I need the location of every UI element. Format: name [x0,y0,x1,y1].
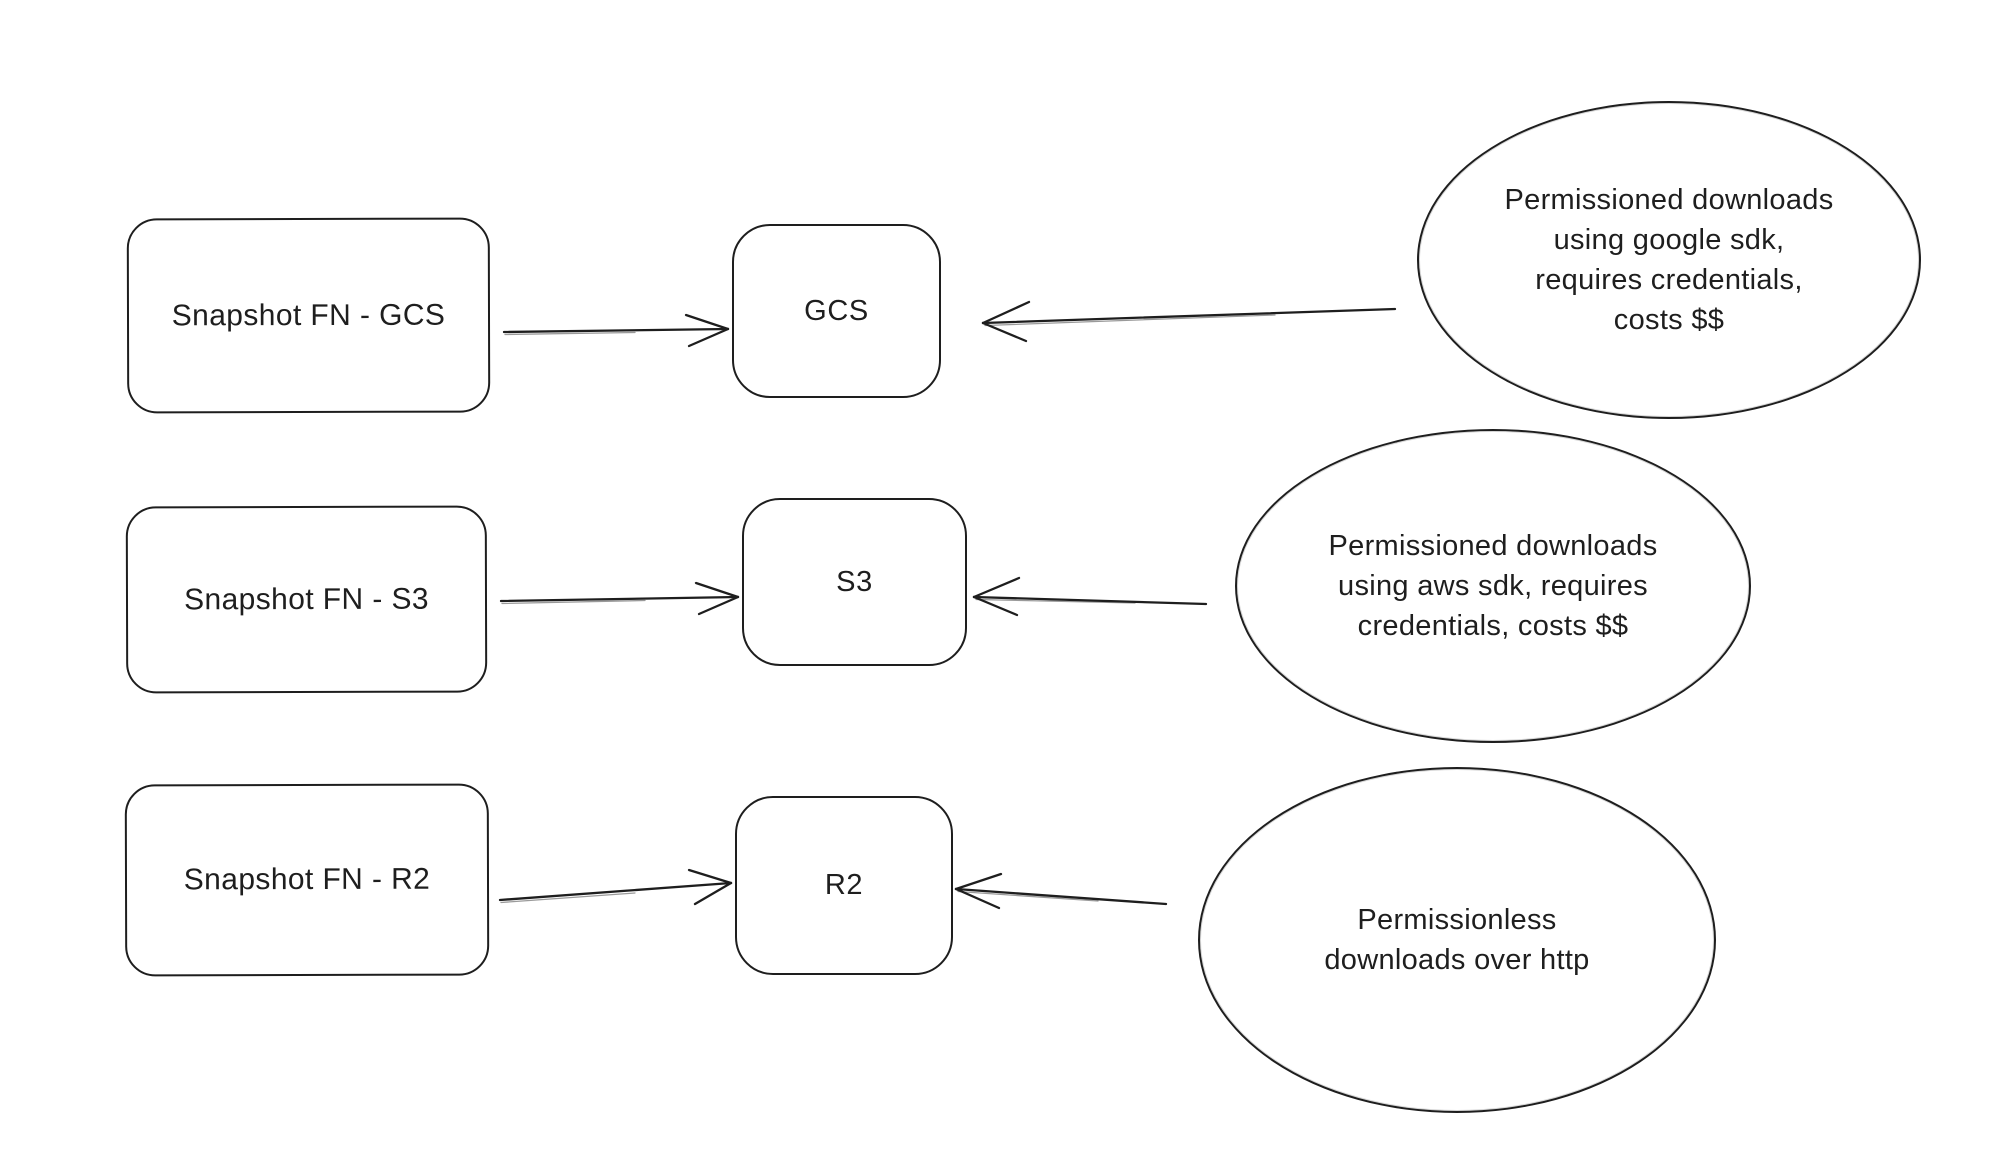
arrow-note-to-gcs [981,300,1397,343]
arrow-snapshot-to-r2 [498,868,733,906]
node-r2: R2 [735,796,953,975]
arrow-snapshot-to-s3 [499,581,740,616]
node-s3: S3 [742,498,967,666]
note-ellipse-r2: Permissionless downloads over http [1198,767,1716,1113]
node-label: S3 [836,565,873,598]
node-snapshot-fn-gcs: Snapshot FN - GCS [126,217,491,414]
node-label: Snapshot FN - GCS [171,298,446,332]
node-label: Snapshot FN - R2 [183,862,431,897]
arrow-note-to-s3 [972,576,1208,617]
note-text: Permissioned downloads using google sdk,… [1504,184,1834,336]
node-snapshot-fn-r2: Snapshot FN - R2 [124,783,490,977]
note-ellipse-gcs: Permissioned downloads using google sdk,… [1417,101,1921,419]
arrow-snapshot-to-gcs [502,313,730,348]
node-label: GCS [804,294,869,327]
node-gcs: GCS [732,224,941,398]
node-label: R2 [824,869,864,901]
node-snapshot-fn-s3: Snapshot FN - S3 [125,505,488,694]
note-ellipse-s3: Permissioned downloads using aws sdk, re… [1235,429,1751,743]
note-text: Permissionless downloads over http [1324,904,1590,976]
arrow-note-to-r2 [954,872,1168,910]
note-text: Permissioned downloads using aws sdk, re… [1328,530,1658,642]
node-label: Snapshot FN - S3 [184,582,429,616]
